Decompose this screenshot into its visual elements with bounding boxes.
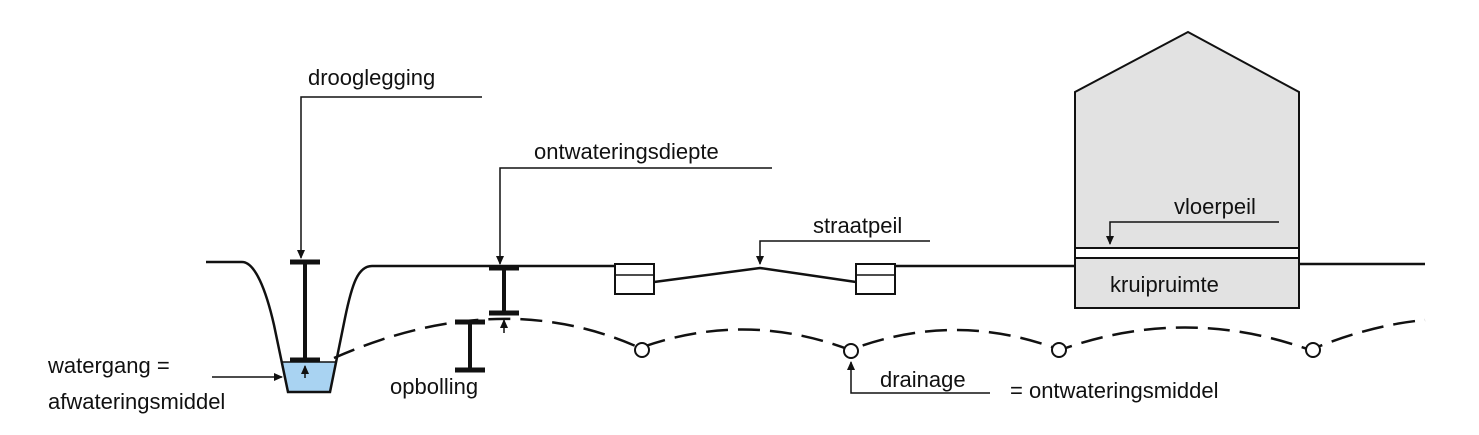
ontwateringsdiepte-leader bbox=[496, 167, 772, 265]
label-ontwateringsdiepte: ontwateringsdiepte bbox=[534, 139, 719, 164]
label-drooglegging: drooglegging bbox=[308, 65, 435, 90]
drooglegging-dimension bbox=[290, 259, 320, 363]
label-watergang: watergang = bbox=[47, 353, 170, 378]
drain-pipe-3 bbox=[1051, 342, 1067, 358]
ditch-water bbox=[281, 361, 337, 393]
vloerpeil-leader bbox=[1106, 221, 1279, 245]
drooglegging-leader bbox=[297, 96, 482, 259]
label-kruipruimte: kruipruimte bbox=[1110, 272, 1219, 297]
road-box-left bbox=[614, 263, 655, 295]
opbolling-dimension bbox=[455, 319, 485, 373]
label-afwateringsmiddel: afwateringsmiddel bbox=[48, 389, 225, 414]
ground-surface-line bbox=[206, 260, 1425, 394]
drain-pipe-2 bbox=[843, 343, 859, 359]
drain-pipe-4 bbox=[1305, 342, 1321, 358]
road-box-right bbox=[855, 263, 896, 295]
ontwateringsdiepte-dimension bbox=[489, 265, 519, 316]
groundwater-dashed-line bbox=[333, 317, 1426, 360]
drain-pipe-1 bbox=[634, 342, 650, 358]
house-outline bbox=[1074, 30, 1300, 309]
label-ontwateringsmiddel: = ontwateringsmiddel bbox=[1010, 378, 1219, 403]
label-straatpeil: straatpeil bbox=[813, 213, 902, 238]
label-drainage: drainage bbox=[880, 367, 966, 392]
straatpeil-leader bbox=[756, 240, 930, 265]
label-vloerpeil: vloerpeil bbox=[1174, 194, 1256, 219]
floor-slab bbox=[1076, 249, 1298, 257]
label-opbolling: opbolling bbox=[390, 374, 478, 399]
drainage-leader bbox=[847, 361, 990, 394]
